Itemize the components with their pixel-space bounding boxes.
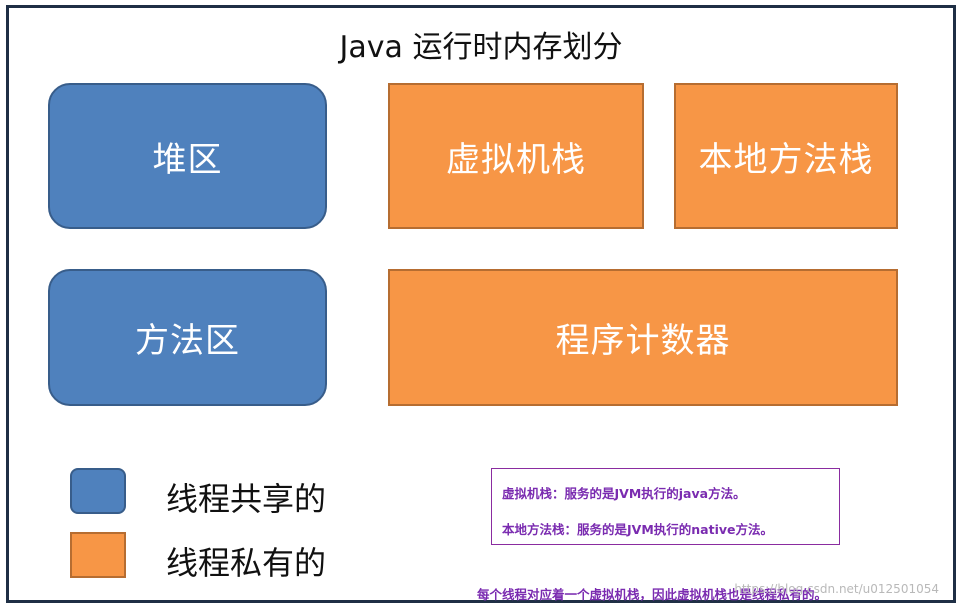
native-stack-label: 本地方法栈 <box>698 139 874 180</box>
pc-register-label: 程序计数器 <box>555 321 731 361</box>
legend-shared-swatch <box>70 468 126 514</box>
watermark-text: https://blog.csdn.net/u012501054 <box>734 582 939 596</box>
heap-label: 堆区 <box>152 139 223 180</box>
vm-stack-block: 虚拟机栈 <box>388 83 644 229</box>
legend-shared-label: 线程共享的 <box>166 480 327 518</box>
footnote-text: 每个线程对应着一个虚拟机栈，因此虚拟机栈也是线程私有的。 <box>477 587 828 602</box>
legend-private-swatch <box>70 532 126 578</box>
method-area-label: 方法区 <box>135 321 240 361</box>
vm-stack-label: 虚拟机栈 <box>446 139 586 180</box>
diagram-title: Java 运行时内存划分 <box>339 30 623 65</box>
native-stack-block: 本地方法栈 <box>674 83 898 229</box>
legend-private-label: 线程私有的 <box>166 544 327 582</box>
pc-register-block: 程序计数器 <box>388 269 898 406</box>
note-vm-stack: 虚拟机栈：服务的是JVM执行的java方法。 <box>502 486 746 501</box>
note-native-stack: 本地方法栈：服务的是JVM执行的native方法。 <box>502 522 773 537</box>
notes-box: 虚拟机栈：服务的是JVM执行的java方法。 本地方法栈：服务的是JVM执行的n… <box>491 468 840 545</box>
method-area-block: 方法区 <box>48 269 327 406</box>
diagram-frame: Java 运行时内存划分 堆区 方法区 虚拟机栈 本地方法栈 程序计数器 线程共… <box>6 5 956 603</box>
heap-block: 堆区 <box>48 83 327 229</box>
